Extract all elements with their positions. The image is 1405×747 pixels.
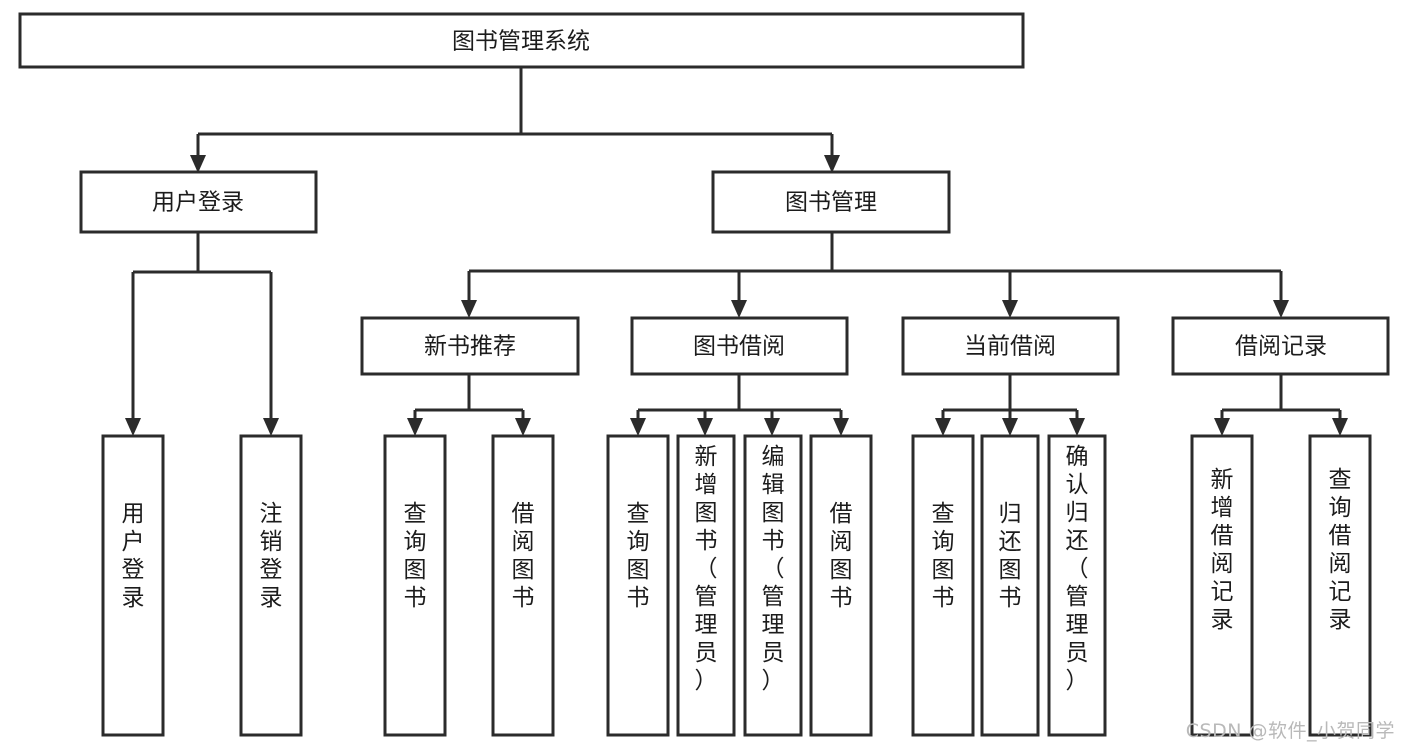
leaf-cb-query-book[interactable]: 查询图书 [911, 434, 975, 737]
leaf-bb-edit-book-box[interactable] [743, 434, 803, 737]
node-book-manage[interactable]: 图书管理 [711, 170, 951, 234]
arrowhead-leaf-bb-query [630, 418, 646, 436]
arrowhead-to-user-login [190, 155, 206, 173]
leaf-user-login[interactable]: 用户登录 [101, 434, 165, 737]
node-borrow-record-box[interactable] [1171, 316, 1390, 376]
leaf-cb-return-book-box[interactable] [980, 434, 1040, 737]
node-user-login-box[interactable] [79, 170, 318, 234]
connector-current-borrow-to-leaves [941, 374, 1079, 419]
leaf-user-login-label: 用户登录 [122, 501, 145, 611]
leaf-nb-borrow-book[interactable]: 借阅图书 [491, 434, 555, 737]
arrowhead-leaf-nb-borrow [515, 418, 531, 436]
leaf-br-query-record-box[interactable] [1308, 434, 1372, 737]
arrowhead-to-new-book [461, 300, 477, 318]
leaf-logout-login[interactable]: 注销登录 [239, 434, 303, 737]
arrowhead-to-book-manage [824, 155, 840, 173]
arrowhead-leaf-logout [263, 418, 279, 436]
leaf-br-add-record-box[interactable] [1190, 434, 1254, 737]
arrowhead-to-current-borrow [1002, 300, 1018, 318]
leaf-nb-borrow-book-label: 借阅图书 [512, 501, 535, 611]
node-user-login[interactable]: 用户登录 [79, 170, 318, 234]
connector-book-borrow-to-leaves [636, 374, 843, 419]
connector-root-to-level2 [196, 67, 834, 156]
node-current-borrow-label: 当前借阅 [964, 334, 1056, 360]
connector-borrow-record-to-leaves [1220, 374, 1342, 419]
leaf-br-add-record[interactable]: 新增借阅记录 [1190, 434, 1254, 737]
connector-user-login-to-leaves [131, 233, 273, 419]
node-book-manage-label: 图书管理 [785, 190, 877, 216]
leaf-bb-edit-book[interactable]: 编辑图书（管理员） [743, 434, 803, 737]
leaf-cb-confirm-return-box[interactable] [1047, 434, 1107, 737]
leaf-bb-query-book-box[interactable] [606, 434, 670, 737]
leaf-cb-query-book-box[interactable] [911, 434, 975, 737]
arrowhead-leaf-cb-return [1002, 418, 1018, 436]
node-new-book-recommend-label: 新书推荐 [424, 334, 516, 360]
leaf-nb-borrow-book-box[interactable] [491, 434, 555, 737]
arrowhead-leaf-user-login [125, 418, 141, 436]
leaf-br-query-record[interactable]: 查询借阅记录 [1308, 434, 1372, 737]
leaf-br-query-record-label: 查询借阅记录 [1329, 467, 1352, 633]
leaf-user-login-box[interactable] [101, 434, 165, 737]
arrowhead-leaf-cb-confirm [1069, 418, 1085, 436]
arrowhead-leaf-cb-query [935, 418, 951, 436]
connector-new-book-to-leaves [413, 374, 525, 419]
arrowhead-leaf-bb-borrow [833, 418, 849, 436]
node-current-borrow-box[interactable] [901, 316, 1120, 376]
arrowhead-to-borrow-record [1273, 300, 1289, 318]
node-borrow-record[interactable]: 借阅记录 [1171, 316, 1390, 376]
leaf-cb-query-book-label: 查询图书 [932, 501, 955, 611]
node-book-borrow[interactable]: 图书借阅 [630, 316, 849, 376]
node-borrow-record-label: 借阅记录 [1235, 334, 1327, 360]
node-new-book-recommend-box[interactable] [360, 316, 580, 376]
leaf-br-add-record-label: 新增借阅记录 [1211, 467, 1234, 633]
leaf-bb-add-book[interactable]: 新增图书（管理员） [676, 434, 736, 737]
arrowhead-leaf-bb-add [697, 418, 713, 436]
node-root-system-box[interactable] [18, 12, 1025, 69]
leaf-logout-login-label: 注销登录 [260, 501, 283, 611]
leaf-bb-add-book-label: 新增图书（管理员） [695, 444, 718, 694]
leaf-nb-query-book[interactable]: 查询图书 [383, 434, 447, 737]
node-user-login-label: 用户登录 [152, 190, 244, 216]
leaf-bb-query-book-label: 查询图书 [627, 501, 650, 611]
connector-layer [125, 67, 1348, 436]
leaf-bb-borrow-book-box[interactable] [809, 434, 873, 737]
node-book-borrow-label: 图书借阅 [693, 334, 785, 360]
leaf-bb-borrow-book[interactable]: 借阅图书 [809, 434, 873, 737]
leaf-nb-query-book-box[interactable] [383, 434, 447, 737]
node-book-borrow-box[interactable] [630, 316, 849, 376]
leaf-bb-borrow-book-label: 借阅图书 [830, 501, 853, 611]
node-book-manage-box[interactable] [711, 170, 951, 234]
leaf-cb-confirm-return[interactable]: 确认归还（管理员） [1047, 434, 1107, 737]
arrowhead-leaf-nb-query [407, 418, 423, 436]
arrowhead-leaf-bb-edit [764, 418, 780, 436]
connector-book-manage-to-level3 [467, 233, 1283, 301]
leaf-cb-return-book-label: 归还图书 [999, 501, 1022, 611]
arrowhead-leaf-br-query [1332, 418, 1348, 436]
leaf-bb-edit-book-label: 编辑图书（管理员） [762, 444, 785, 694]
arrowhead-leaf-br-add [1214, 418, 1230, 436]
leaf-cb-return-book[interactable]: 归还图书 [980, 434, 1040, 737]
leaf-bb-query-book[interactable]: 查询图书 [606, 434, 670, 737]
leaf-bb-add-book-box[interactable] [676, 434, 736, 737]
node-new-book-recommend[interactable]: 新书推荐 [360, 316, 580, 376]
node-root-system-label: 图书管理系统 [452, 29, 590, 55]
arrowhead-to-book-borrow [731, 300, 747, 318]
node-current-borrow[interactable]: 当前借阅 [901, 316, 1120, 376]
leaf-cb-confirm-return-label: 确认归还（管理员） [1066, 444, 1089, 694]
leaf-nb-query-book-label: 查询图书 [404, 501, 427, 611]
leaf-logout-login-box[interactable] [239, 434, 303, 737]
node-root-system[interactable]: 图书管理系统 [18, 12, 1025, 69]
